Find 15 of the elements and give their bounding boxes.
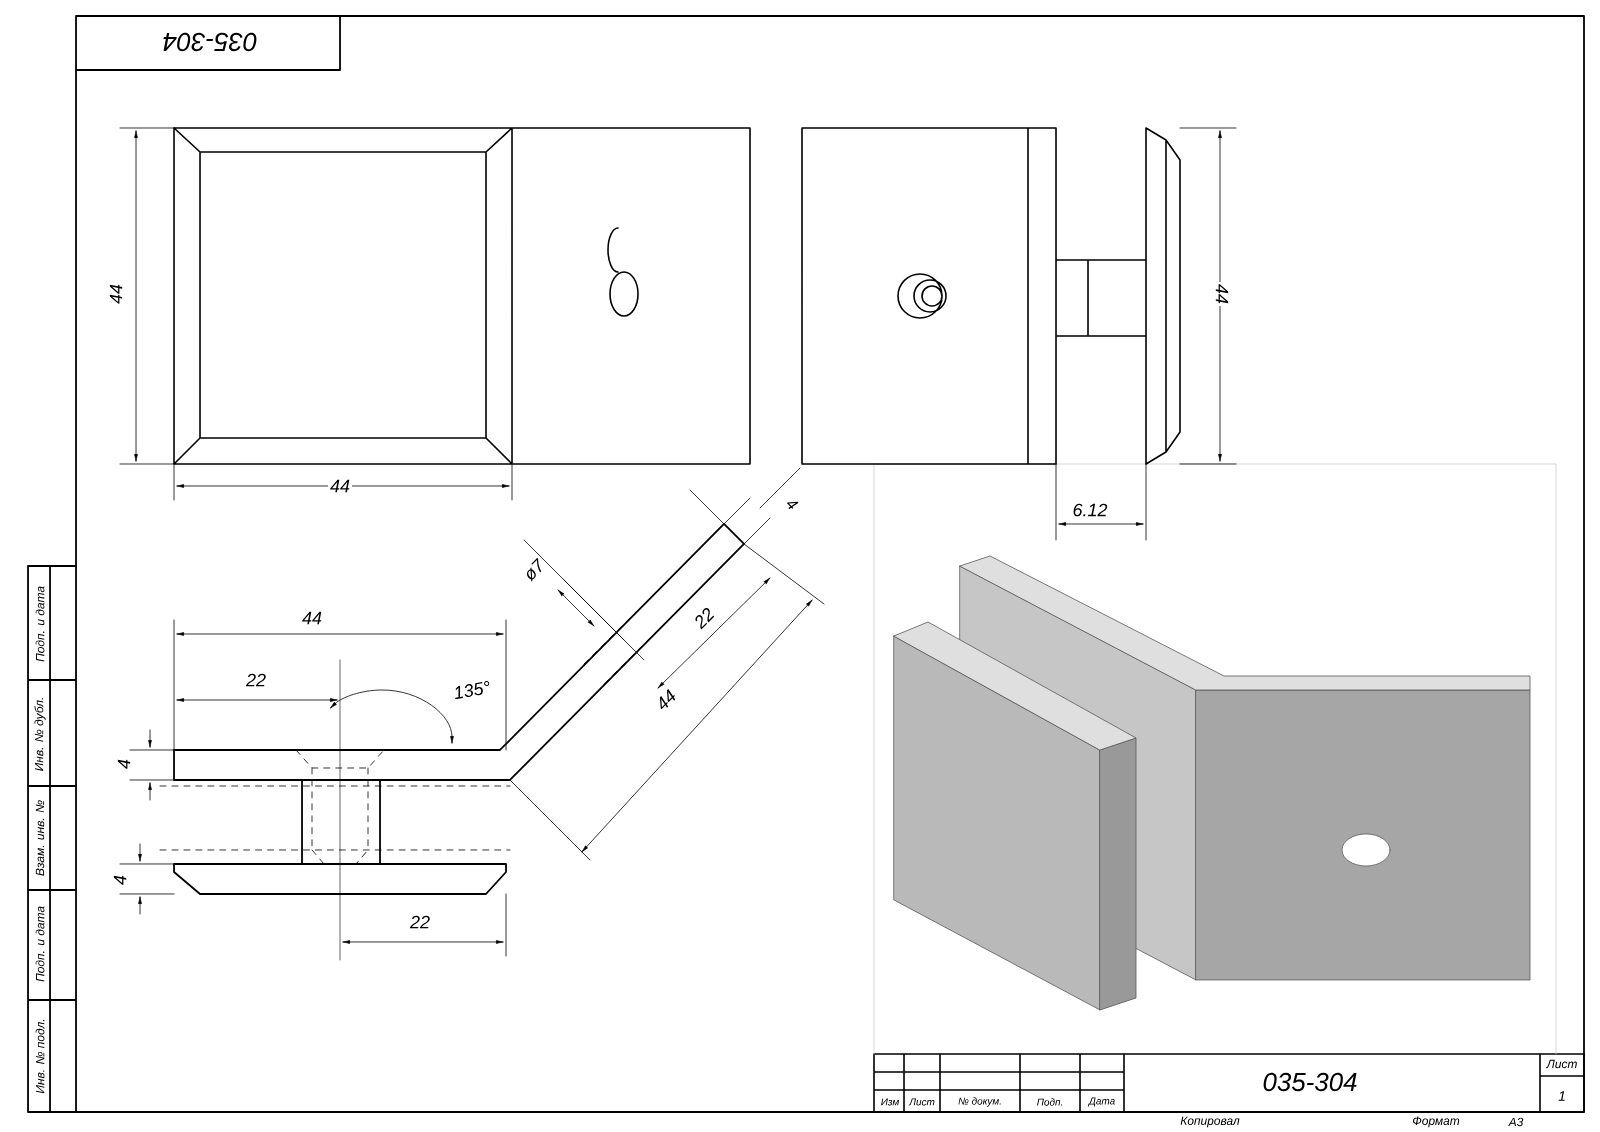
sheet-code: 035-304: [163, 32, 257, 52]
dimension-label: 4: [111, 873, 129, 887]
dimension-label: 22: [244, 671, 268, 689]
dimension-label: 44: [328, 477, 352, 495]
dimension-label: 44: [107, 282, 125, 306]
dimension-label: 44: [651, 685, 681, 715]
dimension-label: 135°: [450, 678, 494, 702]
dimension-label: 22: [408, 913, 432, 931]
dimension-label: 44: [300, 609, 324, 627]
dimension-label: 6.12: [1070, 501, 1110, 519]
dimension-label: 44: [1213, 282, 1231, 306]
dimension-label: 4: [115, 757, 133, 771]
dimension-label: 22: [689, 603, 719, 633]
dimension-label: ø7: [519, 555, 549, 585]
drawing-number: 035-304: [1263, 1072, 1357, 1092]
